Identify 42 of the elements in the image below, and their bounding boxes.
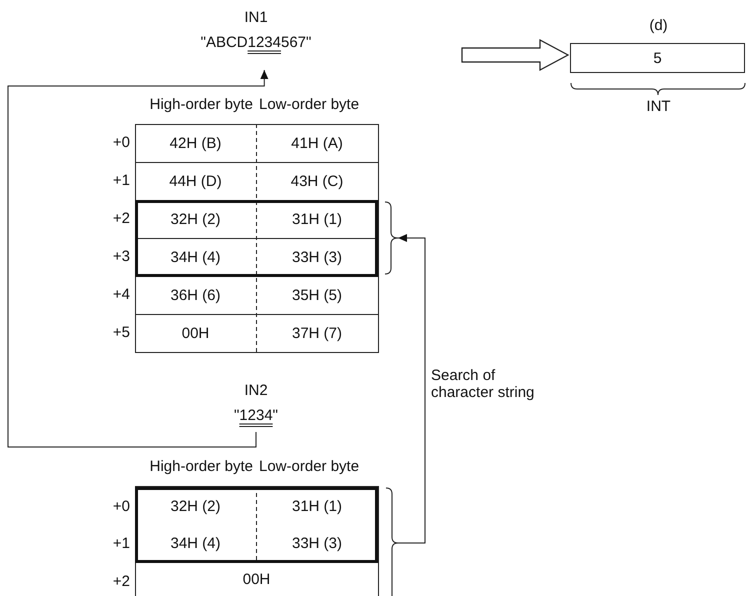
byte-value: 34H (4)	[170, 248, 221, 266]
row-offset: +2	[112, 210, 130, 227]
string-value: "1234"	[234, 407, 278, 424]
row-offset: +0	[112, 498, 130, 515]
device-label: (d)	[648, 17, 669, 34]
byte-value: 43H (C)	[290, 172, 344, 190]
byte-value: 32H (2)	[170, 498, 221, 514]
column-header: High-order byte	[150, 458, 253, 475]
highlight-frame	[135, 200, 398, 276]
byte-value: 36H (6)	[170, 286, 221, 304]
byte-value: 37H (7)	[292, 324, 342, 342]
byte-value: 00H	[182, 324, 210, 342]
column-header: Low-order byte	[259, 96, 360, 113]
row-offset: +1	[112, 172, 130, 189]
row-offset: +0	[112, 134, 130, 151]
byte-value: 44H (D)	[169, 172, 222, 190]
byte-value: 00H	[242, 570, 270, 588]
connector-arrow	[398, 234, 426, 544]
data-type-label: INT	[645, 98, 672, 115]
byte-value: 42H (B)	[170, 134, 222, 152]
byte-value: 34H (4)	[170, 535, 221, 552]
column-header: High-order byte	[150, 96, 253, 113]
byte-value: 31H (1)	[292, 210, 342, 228]
connector-arrow	[8, 70, 268, 448]
highlight-frame	[135, 487, 378, 562]
byte-value: 32H (2)	[170, 210, 221, 228]
block-arrow	[461, 39, 570, 71]
row-offset: +2	[112, 573, 130, 590]
byte-value: 41H (A)	[291, 134, 343, 152]
row-offset: +1	[112, 535, 130, 552]
byte-value: 33H (3)	[292, 248, 342, 266]
column-header: Low-order byte	[259, 458, 360, 475]
row-offset: +3	[112, 248, 130, 265]
operand-name: IN1	[244, 9, 268, 26]
result-value: 5	[653, 50, 662, 66]
row-offset: +4	[112, 286, 130, 303]
byte-value: 31H (1)	[292, 498, 342, 514]
row-offset: +5	[112, 324, 130, 341]
string-value: "ABCD1234567"	[200, 34, 312, 51]
operand-name: IN2	[244, 382, 268, 399]
byte-value: 33H (3)	[292, 535, 342, 552]
byte-value: 35H (5)	[292, 286, 342, 304]
